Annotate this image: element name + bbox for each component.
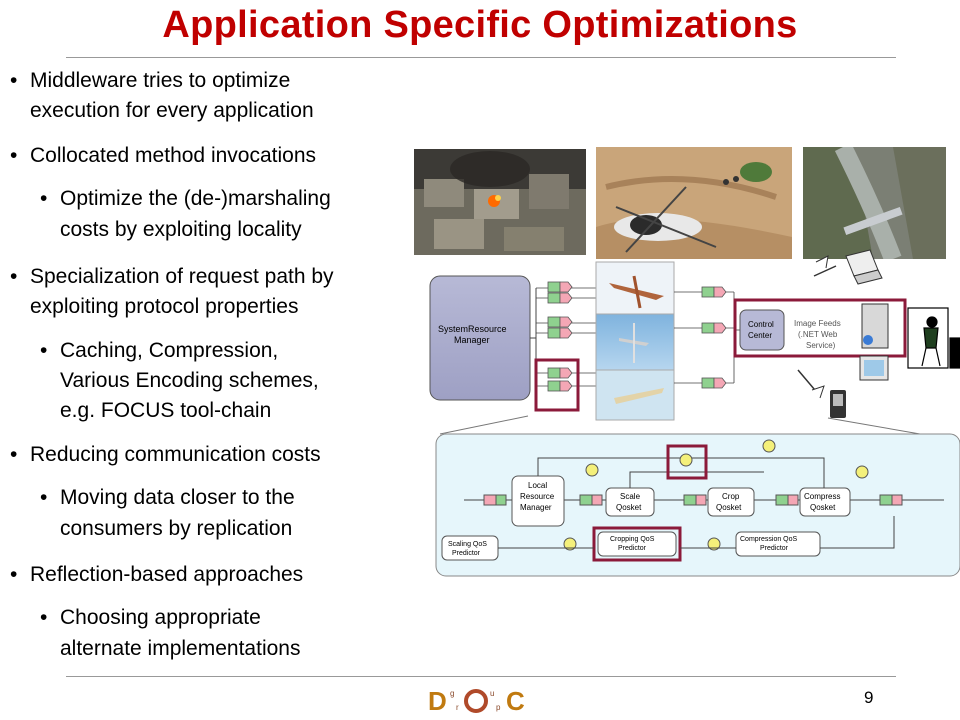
svg-text:p: p xyxy=(496,703,501,712)
bullet-line: Collocated method invocations xyxy=(30,144,317,167)
system-resource-manager-label: SystemResource Manager xyxy=(438,324,509,345)
bullet-line: Reflection-based approaches xyxy=(30,563,304,586)
person-icon xyxy=(907,307,960,369)
compression-predictor-box xyxy=(735,531,821,557)
control-center-box xyxy=(739,309,785,351)
bullet-line: Reducing communication costs xyxy=(30,443,321,466)
svg-text:r: r xyxy=(456,703,459,712)
bullet-line: Optimize the (de-)marshaling xyxy=(60,187,331,210)
highlight-box-qosket-port xyxy=(666,444,708,480)
svg-text:C: C xyxy=(506,686,525,716)
cropping-predictor-box xyxy=(597,531,677,557)
bullet-line: alternate implementations xyxy=(60,637,301,660)
bullet-line: Caching, Compression, xyxy=(60,339,279,362)
svg-text:g: g xyxy=(450,689,454,698)
uav-imagery-stack xyxy=(595,261,675,421)
svg-text:D: D xyxy=(428,686,447,716)
helicopter-photo xyxy=(596,147,792,259)
highlight-box-image-feeds xyxy=(733,298,907,358)
bullet-line: Various Encoding schemes, xyxy=(60,369,319,392)
bullet-line: Specialization of request path by xyxy=(30,265,334,288)
bullet-line: Middleware tries to optimize xyxy=(30,69,291,92)
urban-fire-photo xyxy=(414,149,586,255)
bullet-line: costs by exploiting locality xyxy=(60,218,302,241)
architecture-diagram: SystemResource Manager xyxy=(429,249,960,577)
highlight-box-ports xyxy=(534,358,580,412)
bottom-divider xyxy=(66,676,896,677)
compress-qosket-box xyxy=(799,487,851,517)
top-divider xyxy=(66,57,896,58)
page-number: 9 xyxy=(864,688,874,707)
image-feeds-label: Image Feeds (.NET Web Service) xyxy=(794,319,843,350)
slide-title: Application Specific Optimizations xyxy=(162,4,798,46)
local-resource-manager-label: Local Resource Manager xyxy=(520,481,556,512)
highlight-box-cropping-predictor xyxy=(592,526,682,562)
bullet-line: execution for every application xyxy=(30,99,314,122)
bullet-line: consumers by replication xyxy=(60,517,293,540)
bullet-line: Choosing appropriate xyxy=(60,606,261,629)
flood-bridge-photo xyxy=(803,147,946,259)
bullet-line: exploiting protocol properties xyxy=(30,295,299,318)
doc-group-logo: D g r u p C xyxy=(428,686,525,716)
svg-text:u: u xyxy=(490,689,494,698)
bullet-line: e.g. FOCUS tool-chain xyxy=(60,399,272,422)
port-row xyxy=(536,281,596,392)
control-center-label: Control Center xyxy=(748,320,776,340)
crop-qosket-box xyxy=(707,487,755,517)
bullet-line: Moving data closer to the xyxy=(60,486,295,509)
client-devices xyxy=(797,249,889,418)
